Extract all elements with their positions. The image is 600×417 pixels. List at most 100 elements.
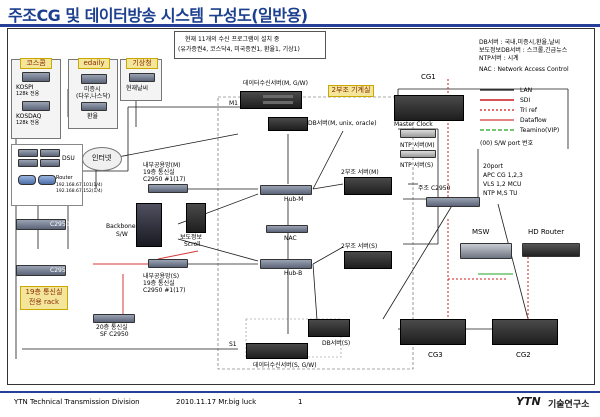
ip-m-title: 내부공용망(M) (143, 162, 181, 169)
kospi-sub: 128k 전용 (16, 91, 40, 97)
rack-sub: 전용 rack (28, 298, 60, 306)
dsu-device-1 (18, 149, 38, 157)
legend-triref: Tri ref (520, 107, 537, 114)
legend-teamino: Teamino(VIP) (520, 127, 560, 134)
koscom-label: 코스콤 (20, 58, 52, 69)
footer-page: 1 (298, 398, 303, 406)
ip-s-title: 내부공용망(S) (143, 273, 180, 280)
data-recv-m-label: 데이터수신서버(M, G/W) (243, 80, 308, 87)
fx-device (81, 102, 107, 111)
data-recv-server-m (240, 91, 302, 109)
legend-news-db: 보도정보DB서버 : 스크롤,긴급뉴스 (479, 47, 568, 54)
footer-date: 2010.11.17 Mr.big luck (176, 398, 257, 406)
master-clock-label: Master Clock (394, 121, 433, 128)
kosdaq-sub: 128k 전용 (16, 120, 40, 126)
hub-m (260, 185, 312, 195)
ip-s-line3: C2950 #1(17) (143, 287, 186, 294)
msw-device (460, 243, 512, 259)
sub-server-s (344, 251, 392, 269)
s1-label: S1 (229, 341, 237, 348)
port-line-2: VLS 1,2 MCU (483, 181, 522, 188)
weather-label: 기상청 (126, 58, 158, 69)
dsu-router-rack: DSU Router 192.168.67.101(1/4) 192.168.6… (11, 144, 103, 206)
c2950-label-2: C2950 (50, 267, 70, 274)
hub-b (260, 259, 312, 269)
internet-cloud: 인터넷 (82, 147, 122, 171)
ntp-s-label: NTP 서버(S) (400, 162, 434, 169)
edaily-sub-2: (다우,나스닥) (76, 93, 111, 100)
main-c2950-label: 주조 C2950 (418, 185, 451, 192)
line-legend-swatches (480, 89, 514, 131)
rack-label: 19층 통신실 전용 rack (20, 286, 68, 310)
weather-sub: 현재날씨 (126, 85, 149, 92)
ip-m-line2: 19층 통신실 (143, 169, 175, 176)
port-line-3: NTP M,S TU (483, 190, 518, 197)
backbone-switch (136, 203, 162, 247)
edaily-device (81, 74, 107, 84)
news-info-server (186, 203, 206, 233)
ip-m-line3: C2950 #1(17) (143, 176, 186, 183)
ntp-m-label: NTP 서버(M) (400, 142, 435, 149)
sub-server-m (344, 177, 392, 195)
cg3-label: CG3 (428, 351, 443, 359)
title-rule (0, 24, 600, 27)
router-device-2 (38, 175, 56, 185)
edaily-label: edaily (78, 58, 110, 69)
info-line-2: (유가증권4, 코스닥4, 미국증권1, 환율1, 기상1) (178, 46, 300, 53)
dsu-device-4 (40, 159, 60, 167)
news-info-label: 보도정보 (180, 234, 203, 241)
dsu-device-2 (40, 149, 60, 157)
edaily-group: edaily 미증시 (다우,나스닥) 환율 (68, 58, 118, 129)
port-title: 20port (483, 163, 503, 170)
msw-label: MSW (472, 228, 490, 236)
sub-s-label: 2부조 서버(S) (341, 243, 378, 250)
info-line-1: 현재 11개의 수신 프로그램이 설치 중 (185, 36, 280, 43)
router-device-1 (18, 175, 36, 185)
hub-m-label: Hub-M (284, 196, 304, 203)
weather-device (129, 73, 155, 82)
legend-db: DB서버 : 국내,미증시,환율,날씨 (479, 39, 561, 46)
nac-device (266, 225, 308, 233)
ip-s-line2: 19층 통신실 (143, 280, 175, 287)
db-s-label: DB서버(S) (322, 340, 351, 347)
footer-rule (0, 391, 600, 393)
line-legend: LAN SDI Tri ref Dataflow Teamino(VIP) (0… (478, 86, 590, 160)
kospi-label: KOSPI (16, 84, 34, 91)
db-server-s (308, 319, 350, 337)
kosdaq-device (22, 101, 50, 111)
ip-m-switch (148, 184, 188, 193)
m1-label: M1 (229, 100, 238, 107)
legend-lan: LAN (520, 87, 533, 94)
nac-label: NAC (284, 235, 297, 242)
cg2-label: CG2 (516, 351, 531, 359)
backbone-label: Backbone (106, 223, 136, 230)
data-recv-server-s (246, 343, 308, 359)
sub-room-label: 2부조 기계실 (328, 85, 374, 97)
port-line-1: APC CG 1,2,3 (483, 172, 523, 179)
router-ip-2: 192.168.67.152(1/4) (56, 189, 103, 194)
hub-b-label: Hub-B (284, 270, 303, 277)
floor20-switch (93, 314, 135, 323)
legend-sdi: SDI (520, 97, 531, 104)
edaily-sub-3: 환율 (87, 113, 99, 120)
floor20-title: 20층 통신실 (96, 324, 128, 331)
footer-dept: YTN Technical Transmission Division (14, 398, 140, 406)
hd-router-label: HD Router (528, 228, 565, 236)
master-clock-device (400, 129, 436, 138)
page-title: 주조CG 및 데이터방송 시스템 구성도(일반용) (8, 6, 308, 25)
data-recv-s-label: 데이터수신서버(S, G/W) (253, 362, 317, 369)
weather-group: 기상청 현재날씨 (120, 58, 162, 101)
router-label: Router (56, 175, 73, 181)
c2950-label-1: C2950 (50, 221, 70, 228)
sub-m-label: 2부조 서버(M) (341, 169, 379, 176)
ntp-m-device (400, 150, 436, 158)
cg2-server (492, 319, 558, 345)
internet-label: 인터넷 (92, 154, 112, 162)
legend-nac: NAC : Network Access Control (479, 66, 569, 73)
cg3-server (400, 319, 466, 345)
main-c2950-switch (426, 197, 480, 207)
legend-dataflow: Dataflow (520, 117, 547, 124)
diagram-canvas: M1 S1 현재 11개의 수신 프로그램이 설치 중 (유가증권4, 코스닥4… (7, 28, 595, 385)
cg1-server (394, 95, 464, 121)
edaily-sub-1: 미증시 (84, 86, 101, 93)
